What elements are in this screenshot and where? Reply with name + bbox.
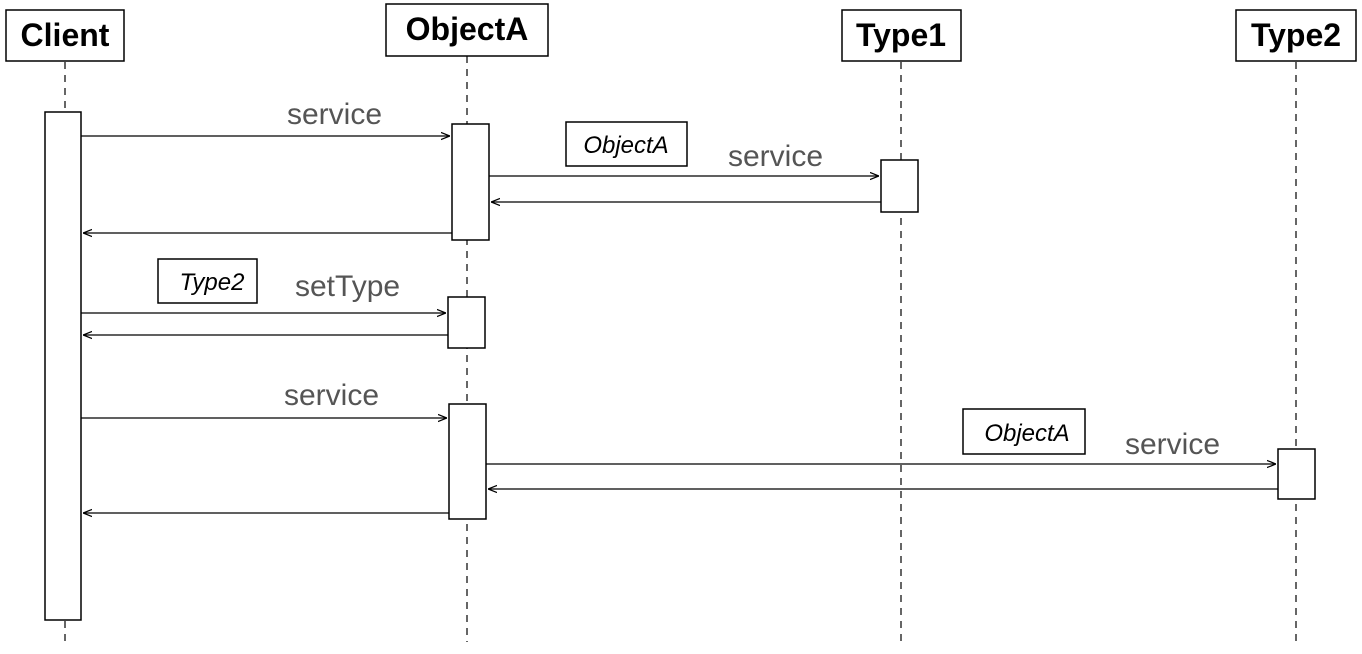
participant-type1-label: Type1 xyxy=(856,17,946,53)
activation-objecta-2 xyxy=(447,296,486,349)
message-label-service-3: service xyxy=(284,379,379,412)
activation-client xyxy=(44,111,82,621)
activation-type2 xyxy=(1277,448,1316,500)
participant-objecta[interactable]: ObjectA xyxy=(385,3,549,57)
participant-type2-label: Type2 xyxy=(1251,17,1341,53)
participant-type1[interactable]: Type1 xyxy=(841,9,962,62)
parameter-box-objecta-1: ObjectA xyxy=(565,121,688,167)
message-label-service-4: service xyxy=(1125,428,1220,461)
parameter-label-type2: Type2 xyxy=(180,269,245,296)
participant-type2[interactable]: Type2 xyxy=(1235,9,1357,62)
parameter-label-objecta-1: ObjectA xyxy=(583,132,668,159)
activation-type1 xyxy=(880,159,919,213)
message-label-service-2: service xyxy=(728,140,823,173)
participant-client[interactable]: Client xyxy=(5,9,125,62)
message-label-settype: setType xyxy=(295,270,400,303)
message-label-service-1: service xyxy=(287,98,382,131)
activation-objecta-1 xyxy=(451,123,490,241)
participant-objecta-label: ObjectA xyxy=(406,11,529,47)
parameter-box-objecta-2: ObjectA xyxy=(962,408,1086,455)
participant-client-label: Client xyxy=(21,17,110,53)
parameter-label-objecta-2: ObjectA xyxy=(984,420,1069,447)
activation-objecta-3 xyxy=(448,403,487,520)
parameter-box-type2: Type2 xyxy=(157,258,258,304)
